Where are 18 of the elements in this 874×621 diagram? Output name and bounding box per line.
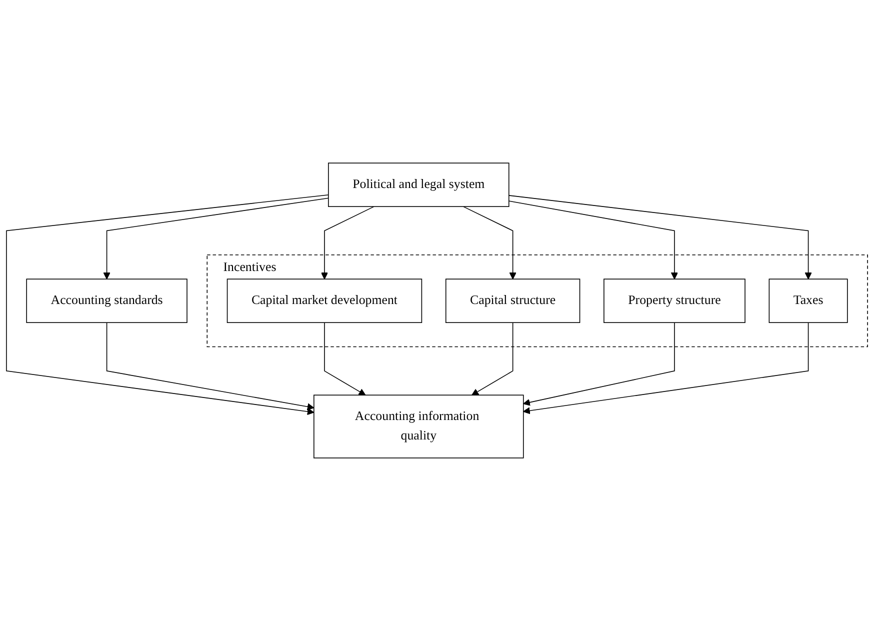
arrow <box>523 322 809 414</box>
node-box: Capital market development <box>226 278 422 323</box>
node-box: Capital structure <box>445 278 580 323</box>
arrow <box>508 195 812 280</box>
arrow <box>324 322 366 396</box>
arrow <box>508 200 678 280</box>
node-box: Property structure <box>604 278 746 323</box>
arrow <box>6 194 329 416</box>
node-box: Accounting standards <box>26 278 188 323</box>
node-box: Taxes <box>768 278 848 323</box>
arrow <box>103 198 329 280</box>
node-box: Accounting information quality <box>314 394 524 458</box>
arrow <box>523 322 675 406</box>
arrow <box>472 322 514 396</box>
arrow <box>462 206 516 280</box>
node-box: Political and legal system <box>328 162 510 207</box>
arrow <box>320 206 374 280</box>
arrow <box>106 322 314 410</box>
